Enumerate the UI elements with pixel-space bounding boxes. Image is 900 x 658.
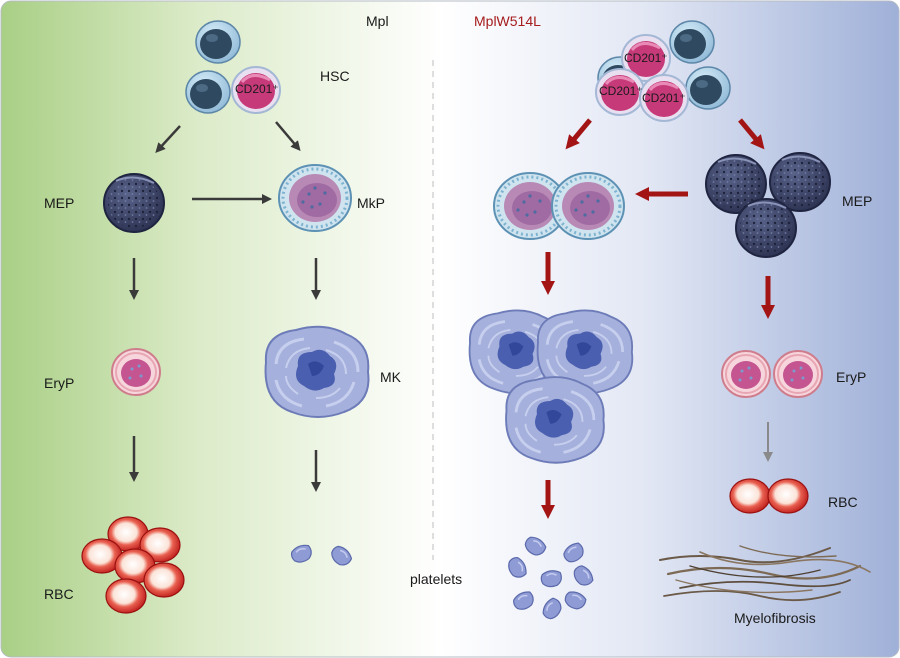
label-rbc-right: RBC [828,494,858,510]
label-mkp: MkP [357,195,385,211]
label-myelofibrosis: Myelofibrosis [734,610,816,626]
panel-title-mpl: Mpl [366,13,389,29]
panel-title-mplw514l: MplW514L [474,13,541,29]
arrow-mut-hsc-to-mkp [565,118,592,150]
arrow-hsc-to-mkp [275,121,301,152]
label-hsc: HSC [320,68,350,84]
label-eryp-left: EryP [44,375,75,391]
label-eryp-right: EryP [836,369,867,385]
label-platelets: platelets [410,571,463,587]
label-cd201-right-2: CD201⁺ [599,84,643,98]
normal-panel-background [1,1,441,657]
arrow-hsc-to-mep [155,125,181,153]
label-cd201-right-1: CD201⁺ [624,51,668,65]
fibre-icon [659,545,871,602]
label-rbc-left: RBC [44,586,74,602]
label-mep-right: MEP [842,193,873,209]
label-mep-left: MEP [44,195,75,211]
label-mk: MK [380,369,401,385]
label-cd201-left: CD201⁺ [235,82,279,96]
label-cd201-right-3: CD201⁺ [642,91,686,105]
arrow-mut-hsc-to-mep [738,118,765,150]
